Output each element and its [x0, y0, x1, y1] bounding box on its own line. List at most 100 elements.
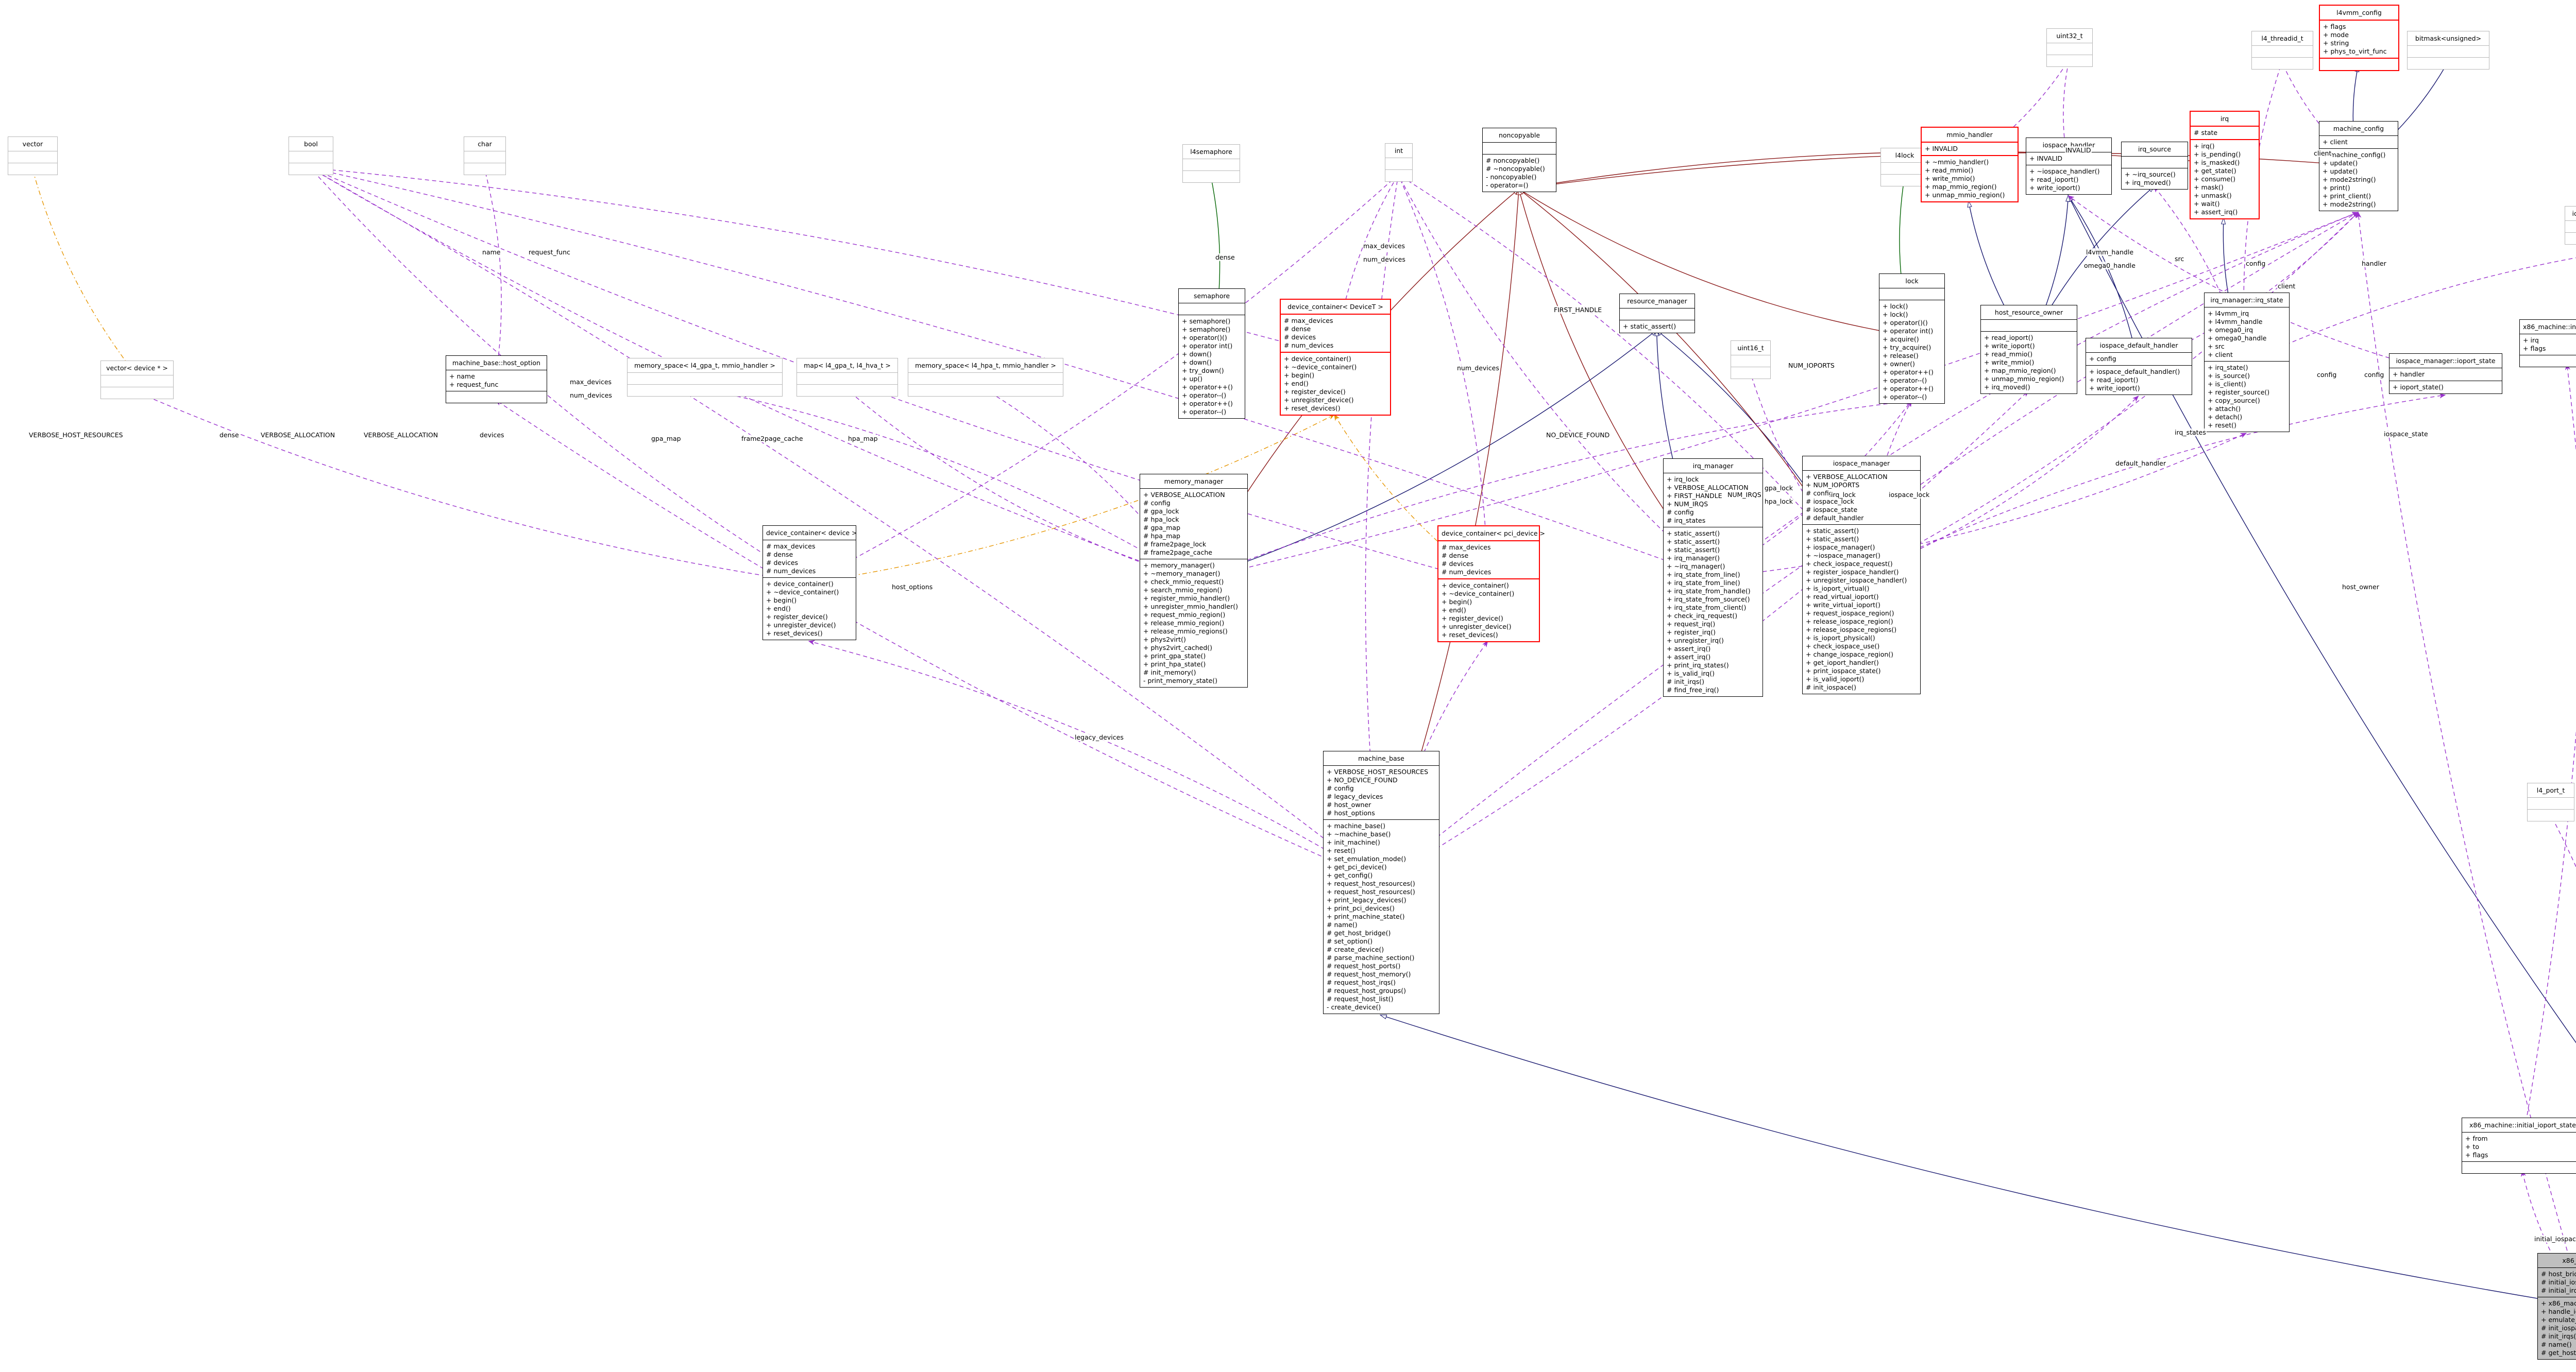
class-title[interactable]: int — [1385, 144, 1412, 158]
class-title[interactable]: irq_source — [2122, 142, 2188, 157]
class-box-ioport_flags[interactable]: ioport_flags — [2565, 206, 2576, 245]
class-box-x86_machine[interactable]: x86_machine# host_bridge# initial_iospac… — [2537, 1253, 2576, 1360]
class-title[interactable]: l4vmm_config — [2320, 6, 2398, 21]
class-box-ioport_state[interactable]: iospace_manager::ioport_state+ handler+ … — [2389, 353, 2502, 394]
class-title[interactable]: host_resource_owner — [1981, 305, 2077, 320]
class-title[interactable]: l4_port_t — [2528, 783, 2574, 798]
class-method: + get_state() — [2194, 167, 2236, 175]
class-attribute: + name — [449, 372, 475, 380]
class-box-device_container_T[interactable]: device_container< DeviceT ># max_devices… — [1280, 299, 1391, 416]
class-title[interactable]: iospace_manager::ioport_state — [2389, 354, 2502, 368]
class-title[interactable]: l4semaphore — [1183, 145, 1240, 159]
class-box-l4_port_t[interactable]: l4_port_t — [2527, 783, 2574, 821]
class-box-vector[interactable]: vector — [8, 136, 58, 175]
class-attribute: + l4vmm_irq — [2208, 310, 2249, 317]
class-title[interactable]: device_container< device > — [763, 526, 857, 540]
class-attribute: # gpa_map — [1143, 524, 1180, 531]
class-box-bitmask_unsigned[interactable]: bitmask<unsigned> — [2407, 31, 2489, 70]
class-box-host_resource_owner[interactable]: host_resource_owner+ read_ioport()+ writ… — [1980, 305, 2077, 394]
class-methods-section — [446, 391, 547, 403]
relation-edge-memory_manager-to-resource_manager — [1193, 330, 1657, 581]
class-box-int[interactable]: int — [1385, 143, 1413, 182]
class-methods-section — [2252, 57, 2313, 69]
class-box-irq_manager[interactable]: irq_manager+ irq_lock+ VERBOSE_ALLOCATIO… — [1663, 458, 1763, 697]
class-title[interactable]: irq_manager — [1664, 459, 1762, 473]
class-attribute: + string — [2323, 39, 2349, 47]
class-box-mmio_handler[interactable]: mmio_handler+ INVALID+ ~mmio_handler()+ … — [1921, 127, 2019, 202]
class-title[interactable]: map< l4_gpa_t, l4_hva_t > — [797, 358, 897, 373]
class-title[interactable]: vector< device * > — [101, 361, 173, 375]
class-box-memspace_gpa[interactable]: memory_space< l4_gpa_t, mmio_handler > — [627, 358, 783, 397]
class-title[interactable]: memory_space< l4_gpa_t, mmio_handler > — [628, 358, 782, 373]
class-box-noncopyable[interactable]: noncopyable# noncopyable()# ~noncopyable… — [1482, 128, 1556, 192]
class-title[interactable]: lock — [1879, 274, 1944, 288]
class-box-l4semaphore[interactable]: l4semaphore — [1182, 144, 1240, 183]
class-title[interactable]: machine_base — [1324, 751, 1439, 766]
class-box-l4vmm_config[interactable]: l4vmm_config+ flags+ mode+ string+ phys_… — [2319, 5, 2399, 71]
class-attribute: + request_func — [449, 381, 499, 388]
class-title[interactable]: semaphore — [1179, 289, 1245, 303]
class-method: + device_container() — [1284, 355, 1351, 363]
edge-label: num_devices — [1456, 364, 1500, 372]
class-title[interactable]: device_container< DeviceT > — [1281, 300, 1390, 315]
class-box-machine_config[interactable]: machine_config+ client+ machine_config()… — [2319, 121, 2398, 211]
class-attribute: # dense — [1284, 325, 1311, 333]
class-box-lock[interactable]: lock+ lock()+ lock()+ operator()()+ oper… — [1879, 273, 1945, 404]
class-title[interactable]: vector — [8, 137, 57, 151]
class-title[interactable]: x86_machine::initial_irq_state — [2520, 320, 2576, 334]
class-box-bool[interactable]: bool — [289, 136, 333, 175]
class-methods-section: + ~mmio_handler()+ read_mmio()+ write_mm… — [1922, 155, 2018, 201]
class-box-l4_threadid_t[interactable]: l4_threadid_t — [2251, 31, 2313, 70]
class-title[interactable]: irq_manager::irq_state — [2205, 293, 2289, 307]
class-title[interactable]: device_container< pci_device > — [1438, 526, 1545, 541]
class-box-iospace_default_handler[interactable]: iospace_default_handler+ config+ iospace… — [2086, 338, 2192, 395]
class-title[interactable]: irq — [2191, 112, 2259, 127]
class-title[interactable]: x86_machine::initial_ioport_state — [2462, 1118, 2576, 1133]
class-title[interactable]: iospace_default_handler — [2086, 338, 2192, 353]
edge-label: NO_DEVICE_FOUND — [1546, 431, 1611, 439]
class-box-machine_base[interactable]: machine_base+ VERBOSE_HOST_RESOURCES+ NO… — [1323, 751, 1439, 1014]
class-attribute: # dense — [1442, 552, 1469, 559]
class-box-device_container_device[interactable]: device_container< device ># max_devices#… — [762, 525, 857, 640]
class-box-uint32_t[interactable]: uint32_t — [2046, 28, 2093, 67]
class-methods-section — [1731, 367, 1770, 379]
class-title[interactable]: uint16_t — [1731, 341, 1770, 355]
class-box-initial_irq_state[interactable]: x86_machine::initial_irq_state+ irq+ fla… — [2519, 319, 2576, 367]
class-box-map_gpa_hva[interactable]: map< l4_gpa_t, l4_hva_t > — [796, 358, 898, 397]
class-title[interactable]: memory_manager — [1140, 474, 1247, 489]
class-title[interactable]: ioport_flags — [2565, 207, 2576, 221]
class-box-memory_manager[interactable]: memory_manager+ VERBOSE_ALLOCATION# conf… — [1140, 474, 1248, 688]
class-box-resource_manager[interactable]: resource_manager+ static_assert() — [1619, 294, 1695, 333]
class-box-semaphore[interactable]: semaphore+ semaphore()+ semaphore()+ ope… — [1178, 288, 1245, 419]
class-box-host_option[interactable]: machine_base::host_option+ name+ request… — [446, 355, 547, 403]
class-box-irq[interactable]: irq# state+ irq()+ is_pending()+ is_mask… — [2190, 111, 2260, 219]
class-title[interactable]: memory_space< l4_hpa_t, mmio_handler > — [908, 358, 1063, 373]
class-method: + static_assert() — [1806, 535, 1859, 543]
edge-label: name — [482, 248, 501, 256]
class-title[interactable]: x86_machine — [2538, 1254, 2576, 1268]
class-title[interactable]: mmio_handler — [1922, 128, 2018, 143]
class-box-vector_device_ptr[interactable]: vector< device * > — [100, 361, 174, 399]
class-title[interactable]: resource_manager — [1620, 294, 1694, 308]
class-box-memspace_hpa[interactable]: memory_space< l4_hpa_t, mmio_handler > — [908, 358, 1063, 397]
class-title[interactable]: iospace_manager — [1803, 456, 1920, 471]
class-title[interactable]: machine_base::host_option — [446, 356, 547, 370]
class-box-irq_source[interactable]: irq_source+ ~irq_source()+ irq_moved() — [2121, 142, 2188, 190]
class-title[interactable]: l4lock — [1881, 148, 1928, 163]
class-box-char[interactable]: char — [464, 136, 506, 175]
class-title[interactable]: char — [464, 137, 505, 151]
class-box-irq_state[interactable]: irq_manager::irq_state+ l4vmm_irq+ l4vmm… — [2204, 293, 2290, 432]
class-title[interactable]: bool — [289, 137, 333, 151]
class-box-uint16_t[interactable]: uint16_t — [1731, 340, 1771, 379]
class-box-initial_ioport_state[interactable]: x86_machine::initial_ioport_state+ from+… — [2462, 1118, 2576, 1174]
class-attribute: + client — [2323, 138, 2348, 146]
class-title[interactable]: noncopyable — [1483, 128, 1556, 143]
class-title[interactable]: l4_threadid_t — [2252, 31, 2313, 46]
class-title[interactable]: bitmask<unsigned> — [2408, 31, 2489, 46]
class-method: + print_gpa_state() — [1143, 652, 1206, 660]
class-method: # init_memory() — [1143, 668, 1196, 676]
class-box-device_container_pci[interactable]: device_container< pci_device ># max_devi… — [1437, 525, 1545, 642]
class-title[interactable]: uint32_t — [2047, 29, 2092, 43]
edge-label: frame2page_cache — [741, 435, 804, 442]
class-title[interactable]: machine_config — [2319, 122, 2398, 136]
